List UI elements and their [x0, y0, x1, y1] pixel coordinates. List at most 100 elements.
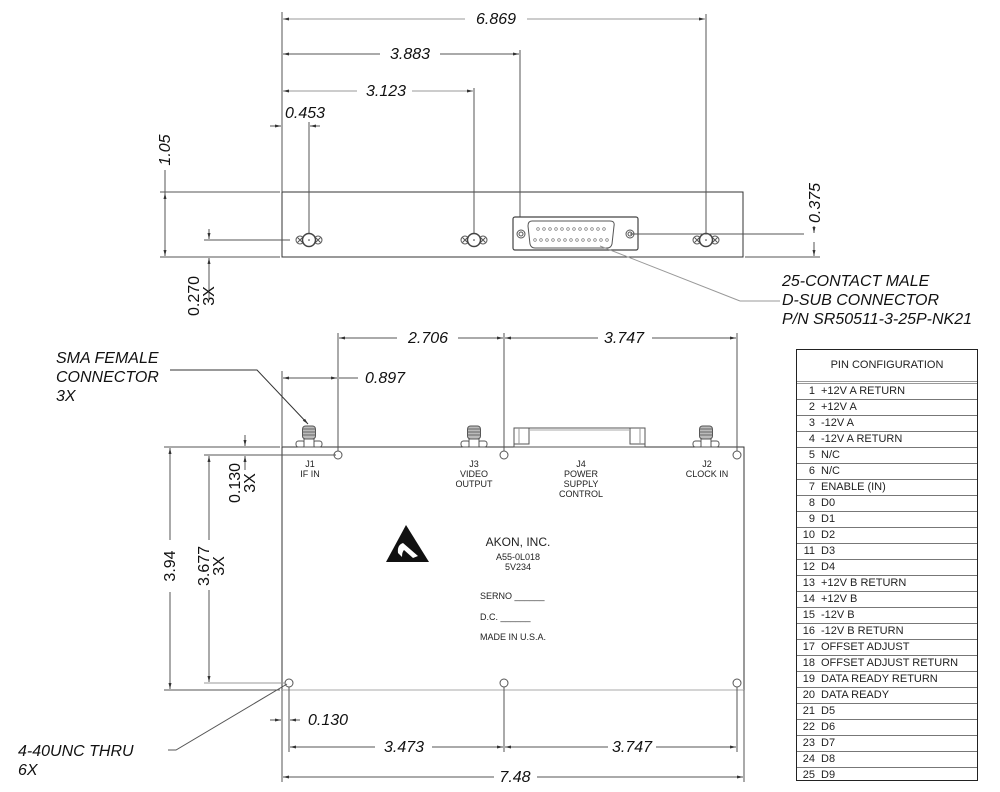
label-j2-id: J2: [702, 459, 712, 469]
pin-signal: +12V A RETURN: [821, 385, 906, 397]
hole-callout-line2: 6X: [18, 762, 39, 779]
label-j4-line2: SUPPLY: [564, 479, 599, 489]
pin-row: 25 D9: [797, 768, 977, 783]
label-j4-line1: POWER: [564, 469, 599, 479]
sma-callout-line1: SMA FEMALE: [56, 350, 159, 367]
dsub-pin: [578, 227, 582, 231]
pin-number: 6: [808, 465, 815, 477]
dim-0-130-left: 0.130: [308, 712, 348, 729]
dsub-pin: [599, 238, 603, 242]
pin-signal: D7: [821, 737, 836, 749]
pin-signal: -12V B: [821, 609, 855, 621]
pin-number: 24: [802, 753, 815, 765]
dsub-pin: [563, 238, 567, 242]
pin-signal: D2: [821, 529, 836, 541]
dim-6-869: 6.869: [476, 11, 516, 28]
sma-connector-j1-top: [295, 232, 323, 248]
dim-3-747-bottom: 3.747: [612, 739, 653, 756]
pin-row: 16-12V B RETURN: [797, 624, 977, 640]
pin-signal: ENABLE (IN): [821, 481, 886, 493]
pin-signal: D9: [821, 769, 836, 781]
dim-1-05: 1.05: [157, 134, 174, 165]
label-j3-id: J3: [469, 459, 479, 469]
pin-signal: D4: [821, 561, 836, 573]
origin-label: MADE IN U.S.A.: [480, 632, 546, 642]
pin-number: 8: [808, 497, 815, 509]
dim-7-48: 7.48: [499, 769, 530, 786]
dim-3-747-top: 3.747: [604, 330, 645, 347]
dim-2-706: 2.706: [407, 330, 448, 347]
pin-row: 10 D2: [797, 528, 977, 544]
dim-3-473: 3.473: [384, 739, 424, 756]
sma-connector-j2: [692, 425, 720, 448]
dsub-callout-line1: 25-CONTACT MALE: [781, 273, 930, 290]
label-j3-line1: VIDEO: [460, 469, 488, 479]
pin-signal: +12V B: [821, 593, 858, 605]
esd-warning-icon: [386, 525, 429, 562]
pin-signal: D5: [821, 705, 836, 717]
pin-number: 23: [802, 737, 815, 749]
pin-number: 22: [802, 721, 815, 733]
dsub-callout-line2: D-SUB CONNECTOR: [782, 292, 939, 309]
dim-0-130-top-qty: 3X: [242, 473, 259, 493]
pin-number: 18: [802, 657, 815, 669]
dim-0-270: 0.270: [186, 276, 203, 316]
label-j3-line2: OUTPUT: [456, 479, 494, 489]
pin-number: 25: [802, 769, 815, 781]
dsub-pin: [551, 238, 555, 242]
pin-row: 1+12V A RETURN: [797, 384, 977, 400]
pin-number: 14: [802, 593, 815, 605]
dsub-callout-line3: P/N SR50511-3-25P-NK21: [782, 311, 972, 328]
dsub-pin: [575, 238, 579, 242]
pin-row: 2+12V A: [797, 400, 977, 416]
pin-row: 12 D4: [797, 560, 977, 576]
mounting-hole: [732, 678, 742, 688]
pin-number: 4: [808, 433, 815, 445]
mounting-hole: [499, 450, 509, 460]
pin-number: 7: [808, 481, 815, 493]
dsub-pin: [584, 227, 588, 231]
dsub-pin: [566, 227, 570, 231]
label-j1-name: IF IN: [300, 469, 320, 479]
dsub-pin: [596, 227, 600, 231]
pin-signal: +12V A: [821, 401, 857, 413]
sma-connector-j1: [295, 425, 323, 448]
pin-signal: -12V B RETURN: [821, 625, 904, 637]
top-view: 6.869 3.883 3.123 0.453 1.05 0.270 3X: [157, 11, 972, 328]
dim-3-677: 3.677: [196, 546, 213, 586]
label-j1-id: J1: [305, 459, 315, 469]
dsub-pin: [554, 227, 558, 231]
mounting-hole: [284, 678, 294, 688]
pin-row: 15 -12V B: [797, 608, 977, 624]
pin-signal: DATA READY: [821, 689, 890, 701]
dsub-pin: [545, 238, 549, 242]
pin-number: 10: [802, 529, 815, 541]
dsub-pin: [557, 238, 561, 242]
dim-3-883: 3.883: [390, 46, 430, 63]
pin-number: 15: [802, 609, 815, 621]
dsub-pin: [602, 227, 606, 231]
dim-0-270-qty: 3X: [201, 286, 218, 306]
pin-number: 3: [808, 417, 815, 429]
pin-number: 17: [802, 641, 815, 653]
pin-row: 23 D7: [797, 736, 977, 752]
pin-row: 3 -12V A: [797, 416, 977, 432]
pin-signal: -12V A: [821, 417, 855, 429]
pin-row: 7 ENABLE (IN): [797, 480, 977, 496]
pin-signal: D1: [821, 513, 836, 525]
pin-signal: D0: [821, 497, 836, 509]
pin-signal: OFFSET ADJUST: [821, 641, 910, 653]
dsub-pin: [536, 227, 540, 231]
pin-number: 12: [802, 561, 815, 573]
pin-row: 17 OFFSET ADJUST: [797, 640, 977, 656]
pin-row: 8 D0: [797, 496, 977, 512]
part-number: A55-0L018: [496, 552, 540, 562]
dim-0-130-top: 0.130: [227, 463, 244, 503]
